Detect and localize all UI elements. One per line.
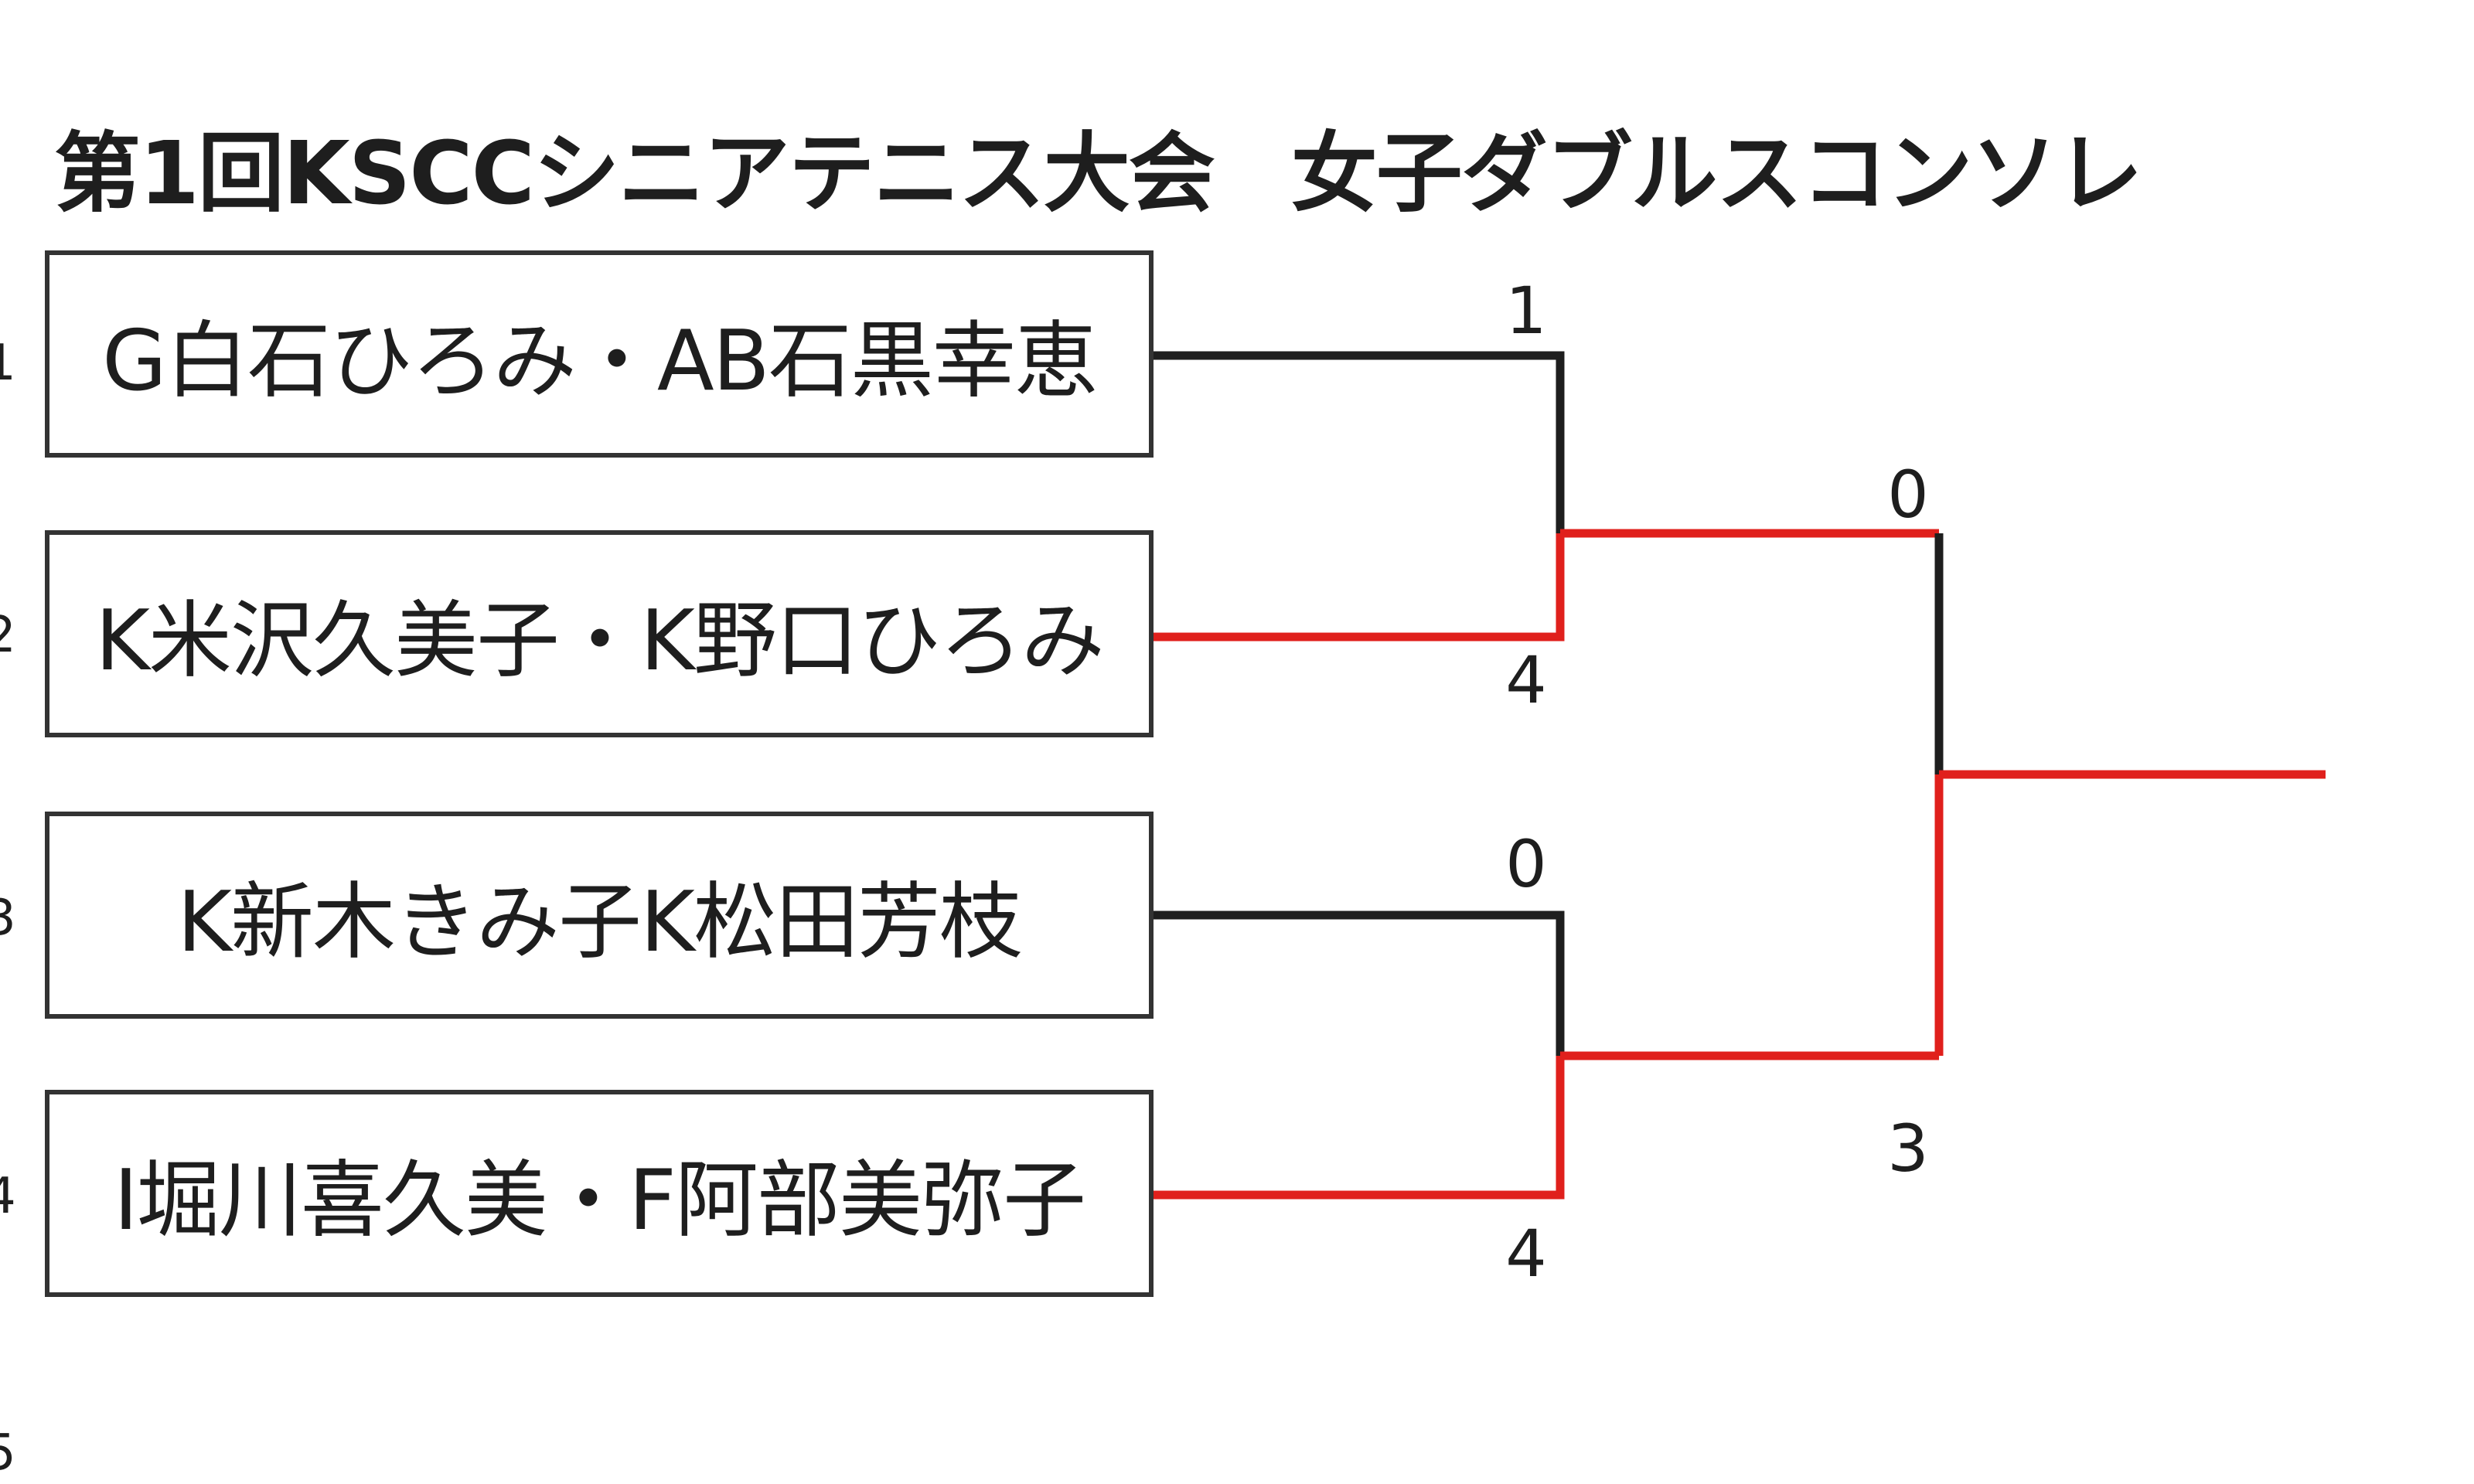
score-final-top: 0	[1887, 457, 1929, 533]
entry-box-3: K新木きみ子K松田芳枝	[45, 812, 1154, 1019]
bracket-line-entry-3	[1154, 910, 1565, 1056]
seed-number-4: 4	[0, 1168, 16, 1225]
score-match1-bottom: 4	[1505, 642, 1547, 718]
seed-number-2: 2	[0, 607, 16, 664]
entry-box-2: K米沢久美子・K野口ひろみ	[45, 530, 1154, 737]
title-main: 第1回KSCCシニアテニス大会	[54, 124, 1215, 224]
bracket-line-entry-4	[1154, 1056, 1565, 1200]
seed-number-5: 5	[0, 1424, 16, 1482]
seed-number-3: 3	[0, 890, 16, 947]
title-sub: 女子ダブルスコンソレ	[1290, 124, 2143, 224]
entry-name-3: K新木きみ子K松田芳枝	[177, 874, 1023, 971]
bracket-line-entry-2	[1154, 533, 1565, 642]
score-match2-bottom: 4	[1505, 1216, 1547, 1292]
tournament-title: 第1回KSCCシニアテニス大会女子ダブルスコンソレ	[54, 116, 2143, 232]
entry-name-2: K米沢久美子・K野口ひろみ	[95, 593, 1105, 689]
seed-number-1: 1	[0, 335, 16, 392]
score-final-bottom: 3	[1887, 1111, 1929, 1186]
entry-box-4: I堀川喜久美・F阿部美弥子	[45, 1090, 1154, 1297]
score-match1-top: 1	[1505, 273, 1547, 349]
entry-name-1: G白石ひろみ・AB石黒幸恵	[102, 313, 1098, 410]
entry-name-4: I堀川喜久美・F阿部美弥子	[114, 1152, 1086, 1249]
bracket-line-entry-1	[1154, 351, 1565, 533]
entry-box-1: G白石ひろみ・AB石黒幸恵	[45, 250, 1154, 458]
score-match2-top: 0	[1505, 826, 1547, 902]
